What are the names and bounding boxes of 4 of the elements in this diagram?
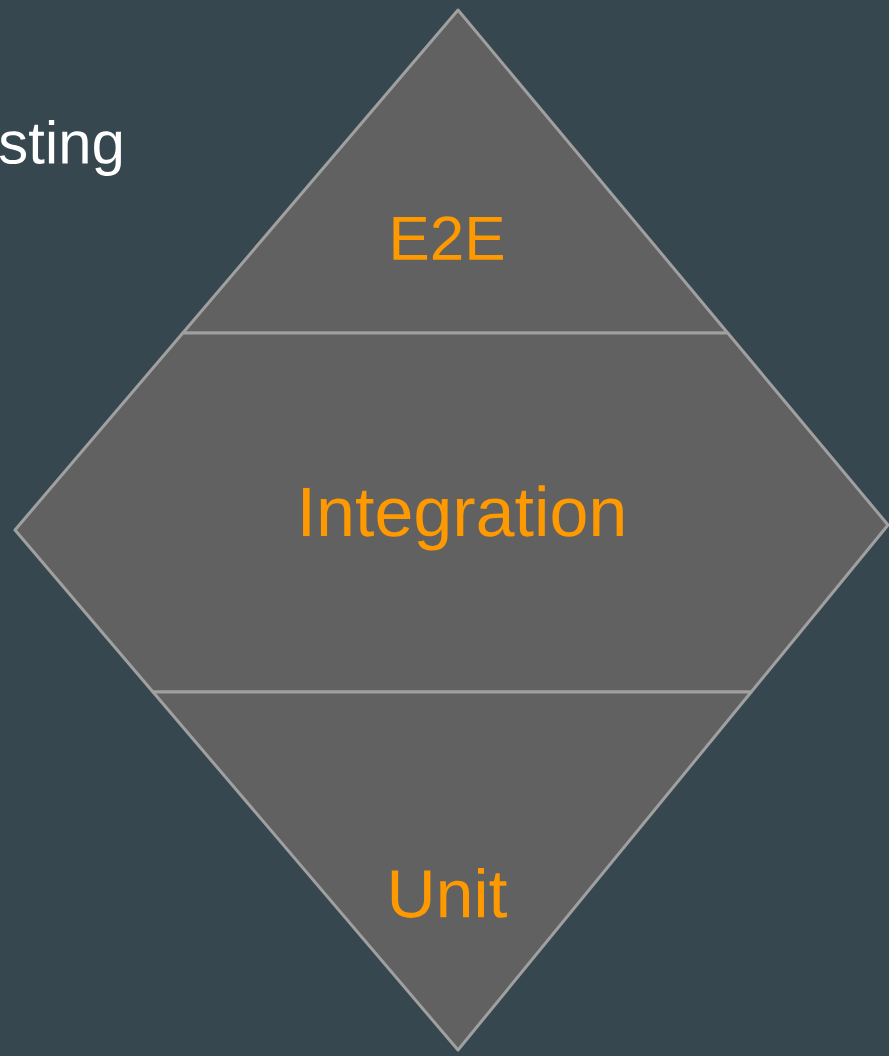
- diamond-band: Integration: [13, 331, 889, 694]
- diamond-band: Unit: [151, 690, 753, 1052]
- heading-text: sting: [0, 120, 122, 176]
- diamond-band: E2E: [181, 8, 730, 335]
